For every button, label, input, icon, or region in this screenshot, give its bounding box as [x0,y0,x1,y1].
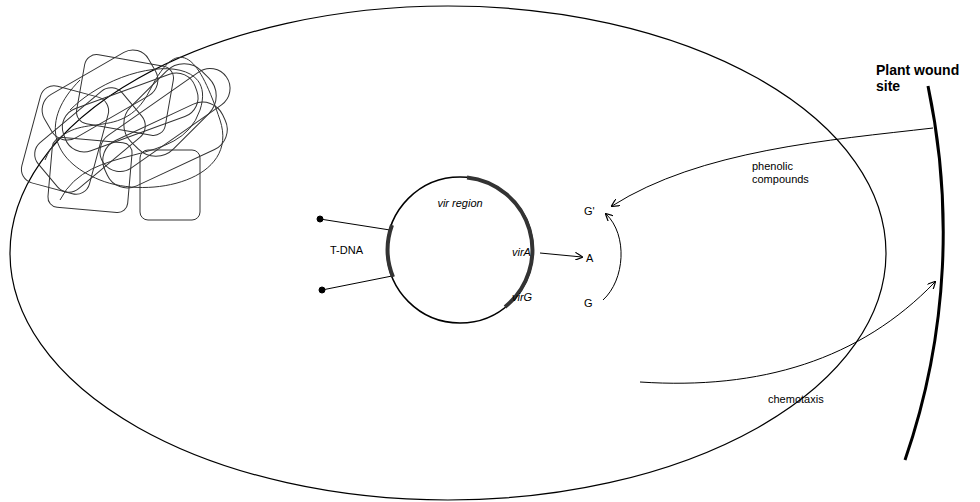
signal-label: phenolic compounds [752,160,814,185]
chromosome-tangle [18,43,238,220]
t-dna-label: T-DNA [330,244,363,257]
gene-label: virA [512,246,531,259]
protein-label: G' [584,205,595,218]
protein-label: G [584,297,593,310]
gene-label: virG [512,291,532,304]
cell-outline [10,6,886,500]
activation-arrow [603,214,621,300]
process-label: chemotaxis [768,393,824,406]
region-label: vir region [437,197,482,209]
plant-wound-line [905,86,943,460]
t-dna-markers [317,216,392,293]
expression-arrow [540,253,582,257]
chemotaxis-arrow [640,282,935,383]
phenolic-arrow [612,128,933,206]
site-label: Plant wound site [876,62,976,94]
protein-label: A [586,252,593,265]
